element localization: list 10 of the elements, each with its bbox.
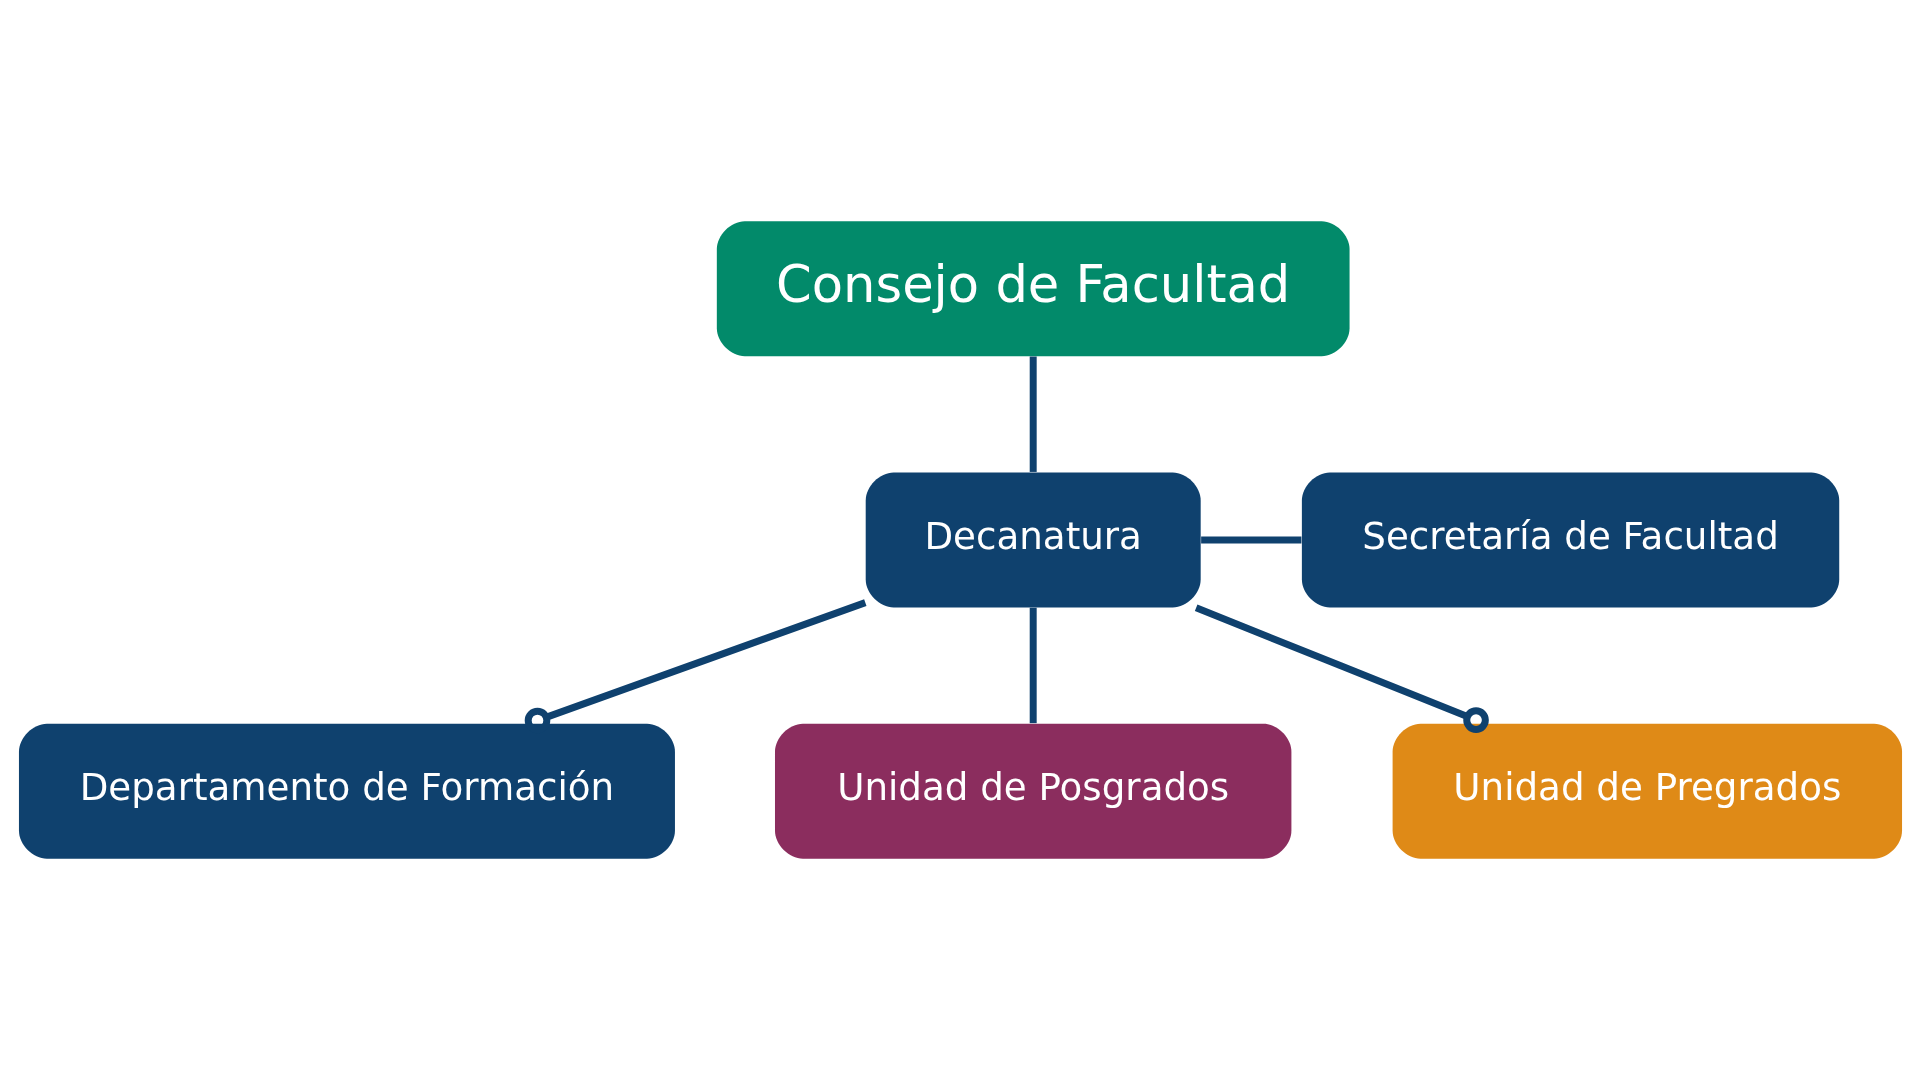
- connector: [1200, 536, 1301, 544]
- node-box: Unidad de Pregrados: [1392, 723, 1902, 859]
- connector: [1029, 356, 1037, 472]
- node-box: Secretaría de Facultad: [1301, 472, 1839, 608]
- connector: [1029, 607, 1037, 724]
- connector: [1194, 604, 1489, 733]
- node-box: Departamento de Formación: [18, 723, 675, 859]
- node-box: Consejo de Facultad: [716, 221, 1350, 357]
- node-box: Unidad de Posgrados: [774, 723, 1291, 859]
- node-box: Decanatura: [865, 472, 1201, 608]
